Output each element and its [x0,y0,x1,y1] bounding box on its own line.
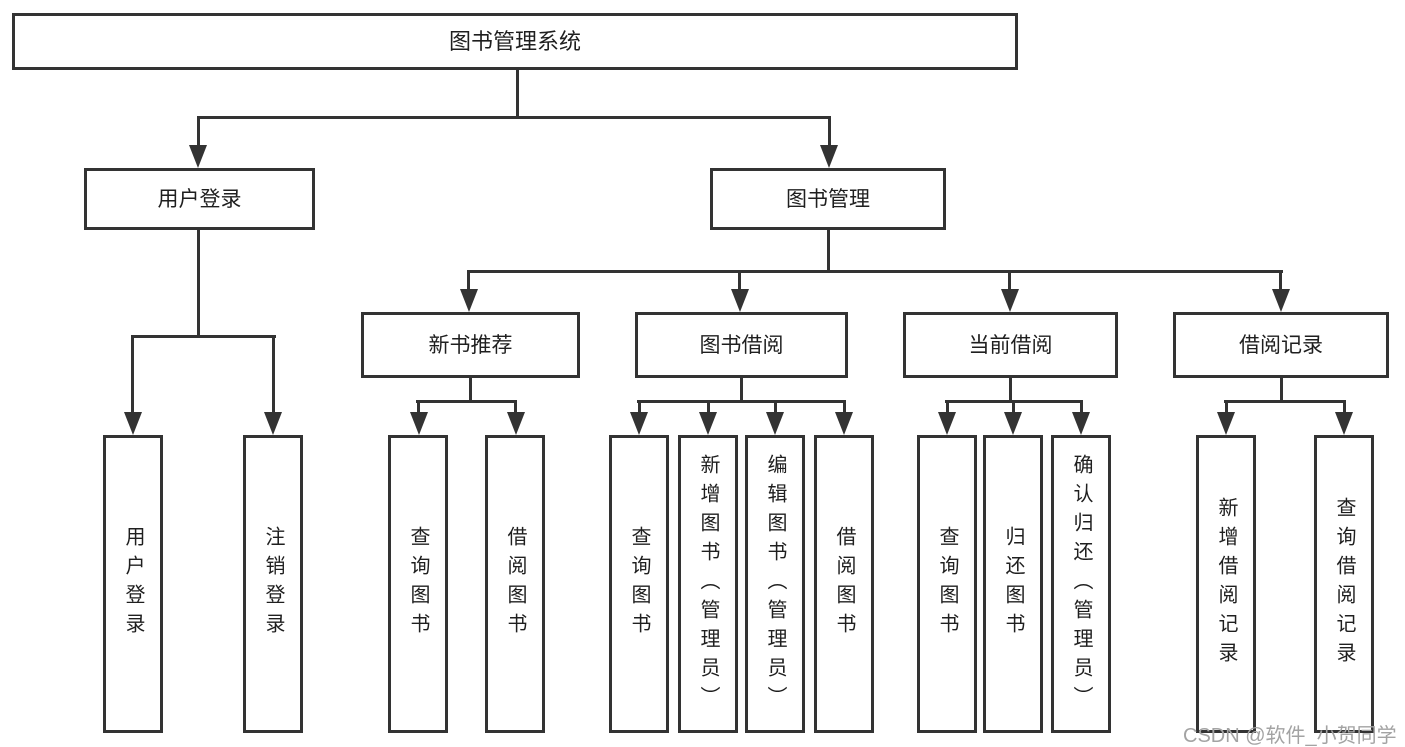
connector-borrow-record-stem [1280,376,1283,400]
connector-drop-leaf [707,400,710,412]
leaf-confirm-return-admin: 确认归还（管理员） [1051,435,1111,733]
leaf-borrow-books-recommend: 借阅图书 [485,435,545,733]
connector-drop-leaf [1012,400,1015,412]
connector-root-stem [516,70,519,116]
arrowhead-down-icon [124,412,142,435]
connector-drop-book-borrow [738,270,741,290]
leaf-edit-book-admin: 编辑图书（管理员） [745,435,805,733]
node-current-borrow: 当前借阅 [903,312,1118,378]
leaf-query-books-borrow: 查询图书 [609,435,669,733]
connector-drop-leaf [843,400,846,412]
connector-user-login-rail [131,335,276,338]
connector-drop-leaf [272,335,275,412]
connector-drop-leaf [638,400,641,412]
arrowhead-down-icon [766,412,784,435]
connector-drop-book-management [828,116,831,147]
connector-book-management-rail [467,270,1283,273]
leaf-query-books-recommend: 查询图书 [388,435,448,733]
leaf-borrow-books: 借阅图书 [814,435,874,733]
csdn-watermark: CSDN @软件_小贺同学 [1183,725,1397,747]
node-book-management: 图书管理 [710,168,946,230]
node-new-book-recommend: 新书推荐 [361,312,580,378]
connector-drop-current-borrow [1008,270,1011,290]
connector-book-management-stem [827,230,830,270]
connector-borrow-record-rail [1224,400,1346,403]
leaf-add-book-admin: 新增图书（管理员） [678,435,738,733]
connector-drop-new-book [467,270,470,290]
leaf-return-book: 归还图书 [983,435,1043,733]
leaf-logout-login: 注销登录 [243,435,303,733]
arrowhead-down-icon [410,412,428,435]
leaf-query-books-current: 查询图书 [917,435,977,733]
leaf-query-borrow-record: 查询借阅记录 [1314,435,1374,733]
node-book-borrow: 图书借阅 [635,312,848,378]
node-borrow-record: 借阅记录 [1173,312,1389,378]
connector-drop-leaf [1080,400,1083,412]
arrowhead-down-icon [938,412,956,435]
connector-book-borrow-stem [740,376,743,400]
arrowhead-down-icon [460,289,478,312]
connector-drop-leaf [131,335,134,412]
leaf-user-login: 用户登录 [103,435,163,733]
leaf-add-borrow-record: 新增借阅记录 [1196,435,1256,733]
connector-drop-leaf [417,400,420,412]
connector-drop-user-login [197,116,200,147]
arrowhead-down-icon [699,412,717,435]
arrowhead-down-icon [1335,412,1353,435]
arrowhead-down-icon [1004,412,1022,435]
arrowhead-down-icon [507,412,525,435]
connector-new-book-rail [416,400,517,403]
connector-drop-leaf [774,400,777,412]
arrowhead-down-icon [630,412,648,435]
connector-root-rail [197,116,831,119]
node-library-system: 图书管理系统 [12,13,1018,70]
connector-drop-leaf [514,400,517,412]
arrowhead-down-icon [820,145,838,168]
connector-new-book-stem [469,376,472,400]
connector-current-borrow-stem [1009,376,1012,400]
connector-drop-leaf [1225,400,1228,412]
connector-drop-leaf [946,400,949,412]
arrowhead-down-icon [189,145,207,168]
connector-user-login-stem [197,230,200,335]
arrowhead-down-icon [1272,289,1290,312]
connector-book-borrow-rail [637,400,845,403]
arrowhead-down-icon [835,412,853,435]
arrowhead-down-icon [731,289,749,312]
arrowhead-down-icon [1001,289,1019,312]
connector-drop-leaf [1343,400,1346,412]
arrowhead-down-icon [1072,412,1090,435]
node-user-login: 用户登录 [84,168,315,230]
arrowhead-down-icon [1217,412,1235,435]
arrowhead-down-icon [264,412,282,435]
connector-drop-borrow-record [1279,270,1282,290]
